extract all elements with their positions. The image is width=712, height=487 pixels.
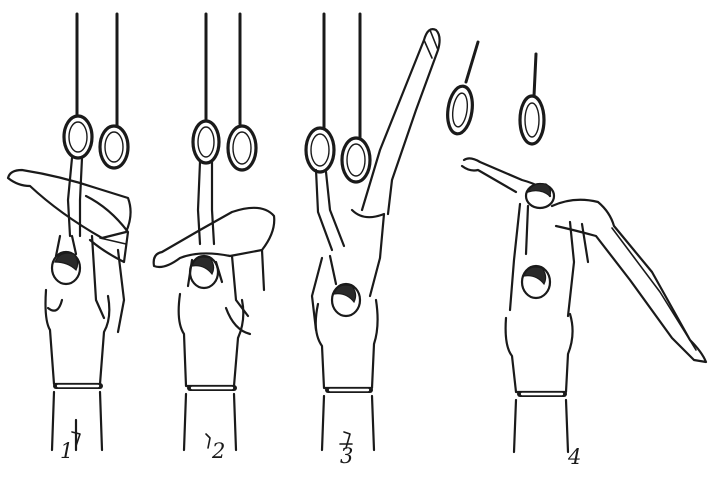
spotter-1 — [46, 236, 125, 450]
figure-3-rings-handstand — [306, 14, 440, 450]
figure-2-rings-swing — [154, 14, 275, 450]
figure-label-2: 2 — [212, 441, 225, 462]
ropes-3 — [324, 14, 360, 138]
gymnast-3 — [316, 29, 440, 296]
gymnast-1 — [8, 158, 131, 262]
figure-4-rings-dismount — [445, 42, 706, 452]
rings-2 — [193, 121, 256, 170]
figure-1-rings-support — [8, 14, 131, 450]
gymnast-2 — [154, 162, 275, 316]
gymnast-4 — [462, 158, 706, 362]
figure-label-3: 3 — [340, 446, 353, 467]
figure-label-1: 1 — [60, 441, 73, 462]
spotter-4 — [506, 204, 588, 452]
spotter-3 — [312, 256, 378, 450]
spotter-2 — [179, 256, 250, 450]
ropes-4 — [466, 42, 536, 96]
figure-label-4: 4 — [568, 447, 581, 468]
rings-4 — [445, 85, 544, 144]
ropes-1 — [77, 14, 117, 126]
ropes-2 — [206, 14, 240, 124]
